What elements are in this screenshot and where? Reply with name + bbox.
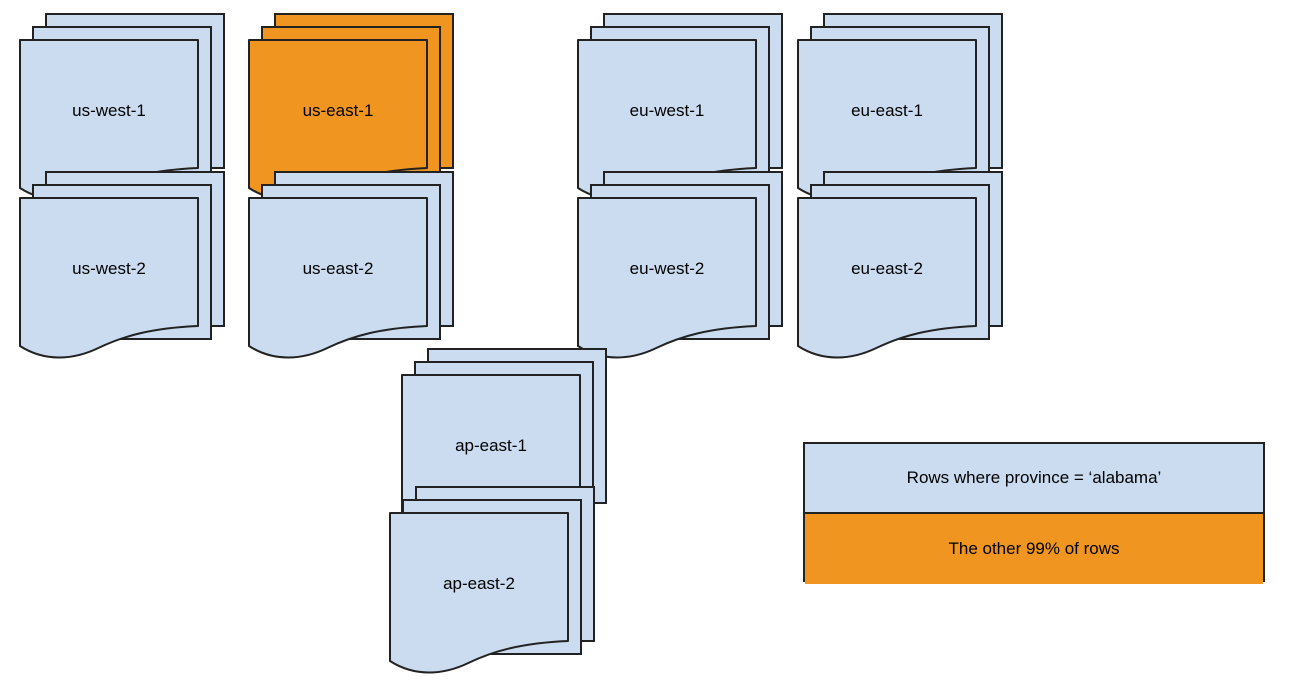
document-stack-graphic <box>797 171 1003 359</box>
document-sheet-front <box>797 197 977 359</box>
legend-row-orange: The other 99% of rows <box>805 514 1263 584</box>
multi-document-us-east-2[interactable]: us-east-2 <box>247 170 455 364</box>
document-stack-graphic <box>797 13 1003 201</box>
legend-row-blue-label: Rows where province = ‘alabama’ <box>906 468 1162 487</box>
document-stack-graphic <box>577 13 783 201</box>
document-stack-graphic <box>248 13 454 201</box>
multi-document-us-west-2[interactable]: us-west-2 <box>18 170 226 364</box>
document-stack-graphic <box>577 171 783 359</box>
document-sheet-front <box>19 197 199 359</box>
document-stack-graphic <box>401 348 607 536</box>
document-stack-graphic <box>19 171 225 359</box>
legend-row-blue: Rows where province = ‘alabama’ <box>805 444 1263 514</box>
multi-document-ap-east-2[interactable]: ap-east-2 <box>388 485 596 679</box>
multi-document-eu-east-1[interactable]: eu-east-1 <box>796 12 1004 206</box>
legend: Rows where province = ‘alabama’ The other… <box>803 442 1265 584</box>
multi-document-eu-east-2[interactable]: eu-east-2 <box>796 170 1004 364</box>
document-stack-graphic <box>248 171 454 359</box>
multi-document-eu-west-2[interactable]: eu-west-2 <box>576 170 784 364</box>
multi-document-eu-west-1[interactable]: eu-west-1 <box>576 12 784 206</box>
document-sheet-front <box>389 512 569 674</box>
multi-document-ap-east-1[interactable]: ap-east-1 <box>400 347 608 541</box>
document-stack-graphic <box>389 486 595 674</box>
document-sheet-front <box>248 197 428 359</box>
legend-row-orange-label: The other 99% of rows <box>948 539 1120 558</box>
